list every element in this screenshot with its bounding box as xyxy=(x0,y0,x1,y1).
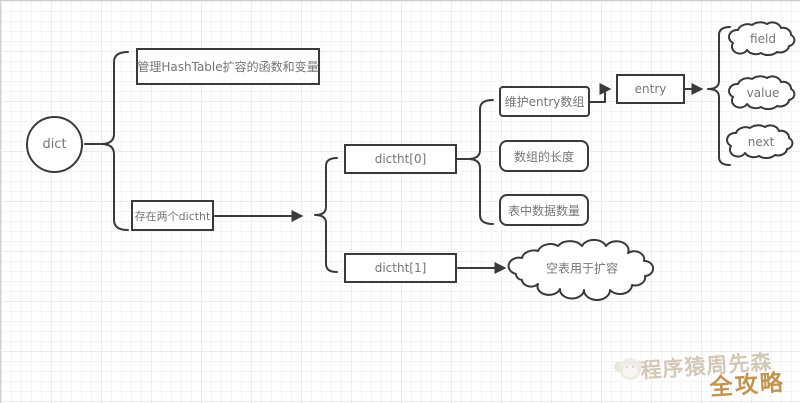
cloud-value-label: value xyxy=(746,86,780,100)
node-dictht0: dictht[0] xyxy=(344,144,457,174)
cloud-field-shape xyxy=(728,21,796,57)
brace-entry-fields xyxy=(707,26,731,166)
monkey-logo-icon xyxy=(613,358,646,380)
node-dictht1: dictht[1] xyxy=(344,253,457,283)
brace-dict xyxy=(100,51,129,231)
node-dictht0-label: dictht[0] xyxy=(374,152,427,166)
node-entry-array: 维护entry数组 xyxy=(499,86,590,117)
cloud-next-label: next xyxy=(747,135,775,149)
node-data-count-label: 表中数据数量 xyxy=(507,203,580,218)
node-dict-label: dict xyxy=(42,137,67,152)
brace-dictht0-fields xyxy=(467,99,494,225)
cloud-empty-table-label: 空表用于扩容 xyxy=(545,261,619,276)
node-data-count: 表中数据数量 xyxy=(499,194,589,226)
arrow-entry-array-to-entry xyxy=(588,83,612,103)
node-two-dictht-label: 存在两个dictht xyxy=(134,209,211,223)
node-entry-array-label: 维护entry数组 xyxy=(504,95,585,109)
brace-dictht xyxy=(314,157,338,273)
node-array-length-label: 数组的长度 xyxy=(513,149,574,164)
cloud-field-label: field xyxy=(750,32,776,46)
node-dict: dict xyxy=(26,116,83,173)
node-dictht1-label: dictht[1] xyxy=(374,261,427,275)
node-two-dictht: 存在两个dictht xyxy=(131,200,214,231)
node-array-length: 数组的长度 xyxy=(499,140,589,172)
cloud-empty-table-shape xyxy=(507,238,655,301)
node-entry: entry xyxy=(616,74,685,104)
node-manage-functions-label: 管理HashTable扩容的函数和变量 xyxy=(137,60,319,74)
node-manage-functions: 管理HashTable扩容的函数和变量 xyxy=(136,48,320,85)
node-entry-label: entry xyxy=(634,82,667,96)
cloud-value-shape xyxy=(728,75,796,111)
cloud-next-shape xyxy=(726,124,794,160)
watermark-badge: 全攻略 xyxy=(709,369,786,402)
